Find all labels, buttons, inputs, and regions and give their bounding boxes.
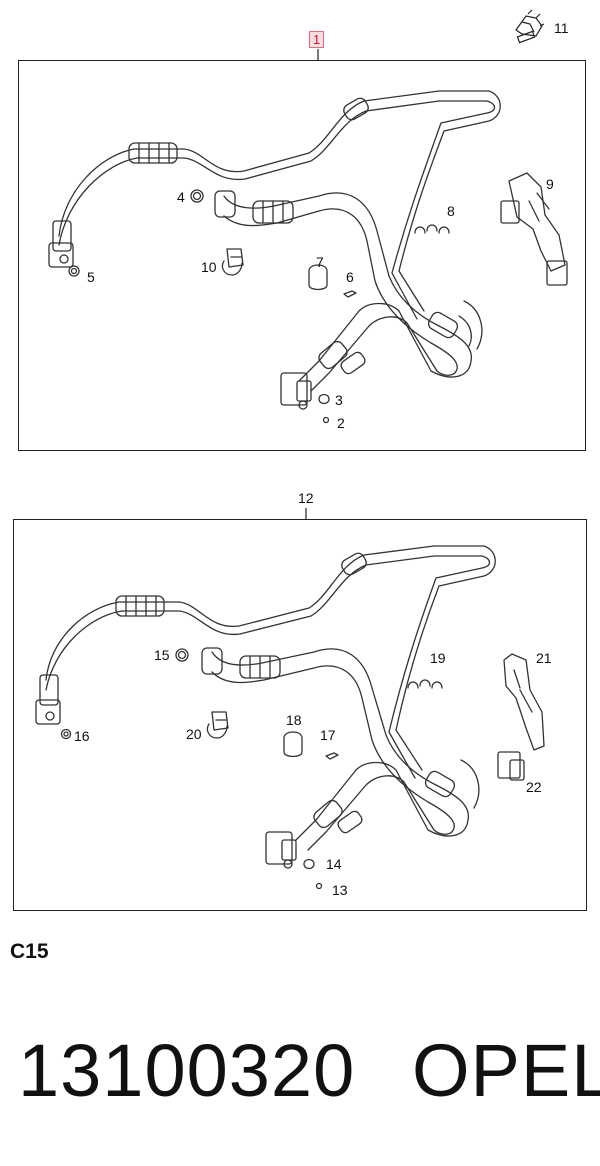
callout-2[interactable]: 2	[337, 415, 345, 431]
callout-8[interactable]: 8	[447, 203, 455, 219]
callout-22[interactable]: 22	[526, 779, 542, 795]
callout-16[interactable]: 16	[74, 728, 90, 744]
callout-13[interactable]: 13	[332, 882, 348, 898]
group-label-1-leader	[317, 49, 319, 60]
hose-assembly-top-drawing	[48, 90, 568, 424]
callout-11[interactable]: 11	[554, 20, 569, 36]
brand-name: OPEL	[412, 1029, 600, 1112]
assembly-panel-top: 4 5 8 9 10 7 6 3 2	[18, 60, 586, 451]
callout-17[interactable]: 17	[320, 727, 336, 743]
callout-9[interactable]: 9	[546, 176, 554, 192]
callout-4[interactable]: 4	[177, 189, 185, 205]
callout-18[interactable]: 18	[286, 712, 302, 728]
callout-7[interactable]: 7	[316, 254, 324, 270]
callout-15[interactable]: 15	[154, 647, 170, 663]
callout-3[interactable]: 3	[335, 392, 343, 408]
callout-19[interactable]: 19	[430, 650, 446, 666]
callout-6[interactable]: 6	[346, 269, 354, 285]
assembly-panel-bottom: 15 16 19 21 20 18 17 22 14 13	[13, 519, 587, 911]
group-label-12[interactable]: 12	[298, 490, 314, 506]
part-number: 13100320	[18, 1029, 356, 1112]
callout-10[interactable]: 10	[201, 259, 217, 275]
hose-assembly-bottom-drawing	[35, 545, 545, 890]
section-code: C15	[10, 940, 49, 963]
group-label-1[interactable]: 1	[309, 31, 325, 48]
callout-5[interactable]: 5	[87, 269, 95, 285]
callout-20[interactable]: 20	[186, 726, 202, 742]
callout-21[interactable]: 21	[536, 650, 552, 666]
callout-14[interactable]: 14	[326, 856, 342, 872]
clip-part-11-illustration	[515, 9, 545, 44]
